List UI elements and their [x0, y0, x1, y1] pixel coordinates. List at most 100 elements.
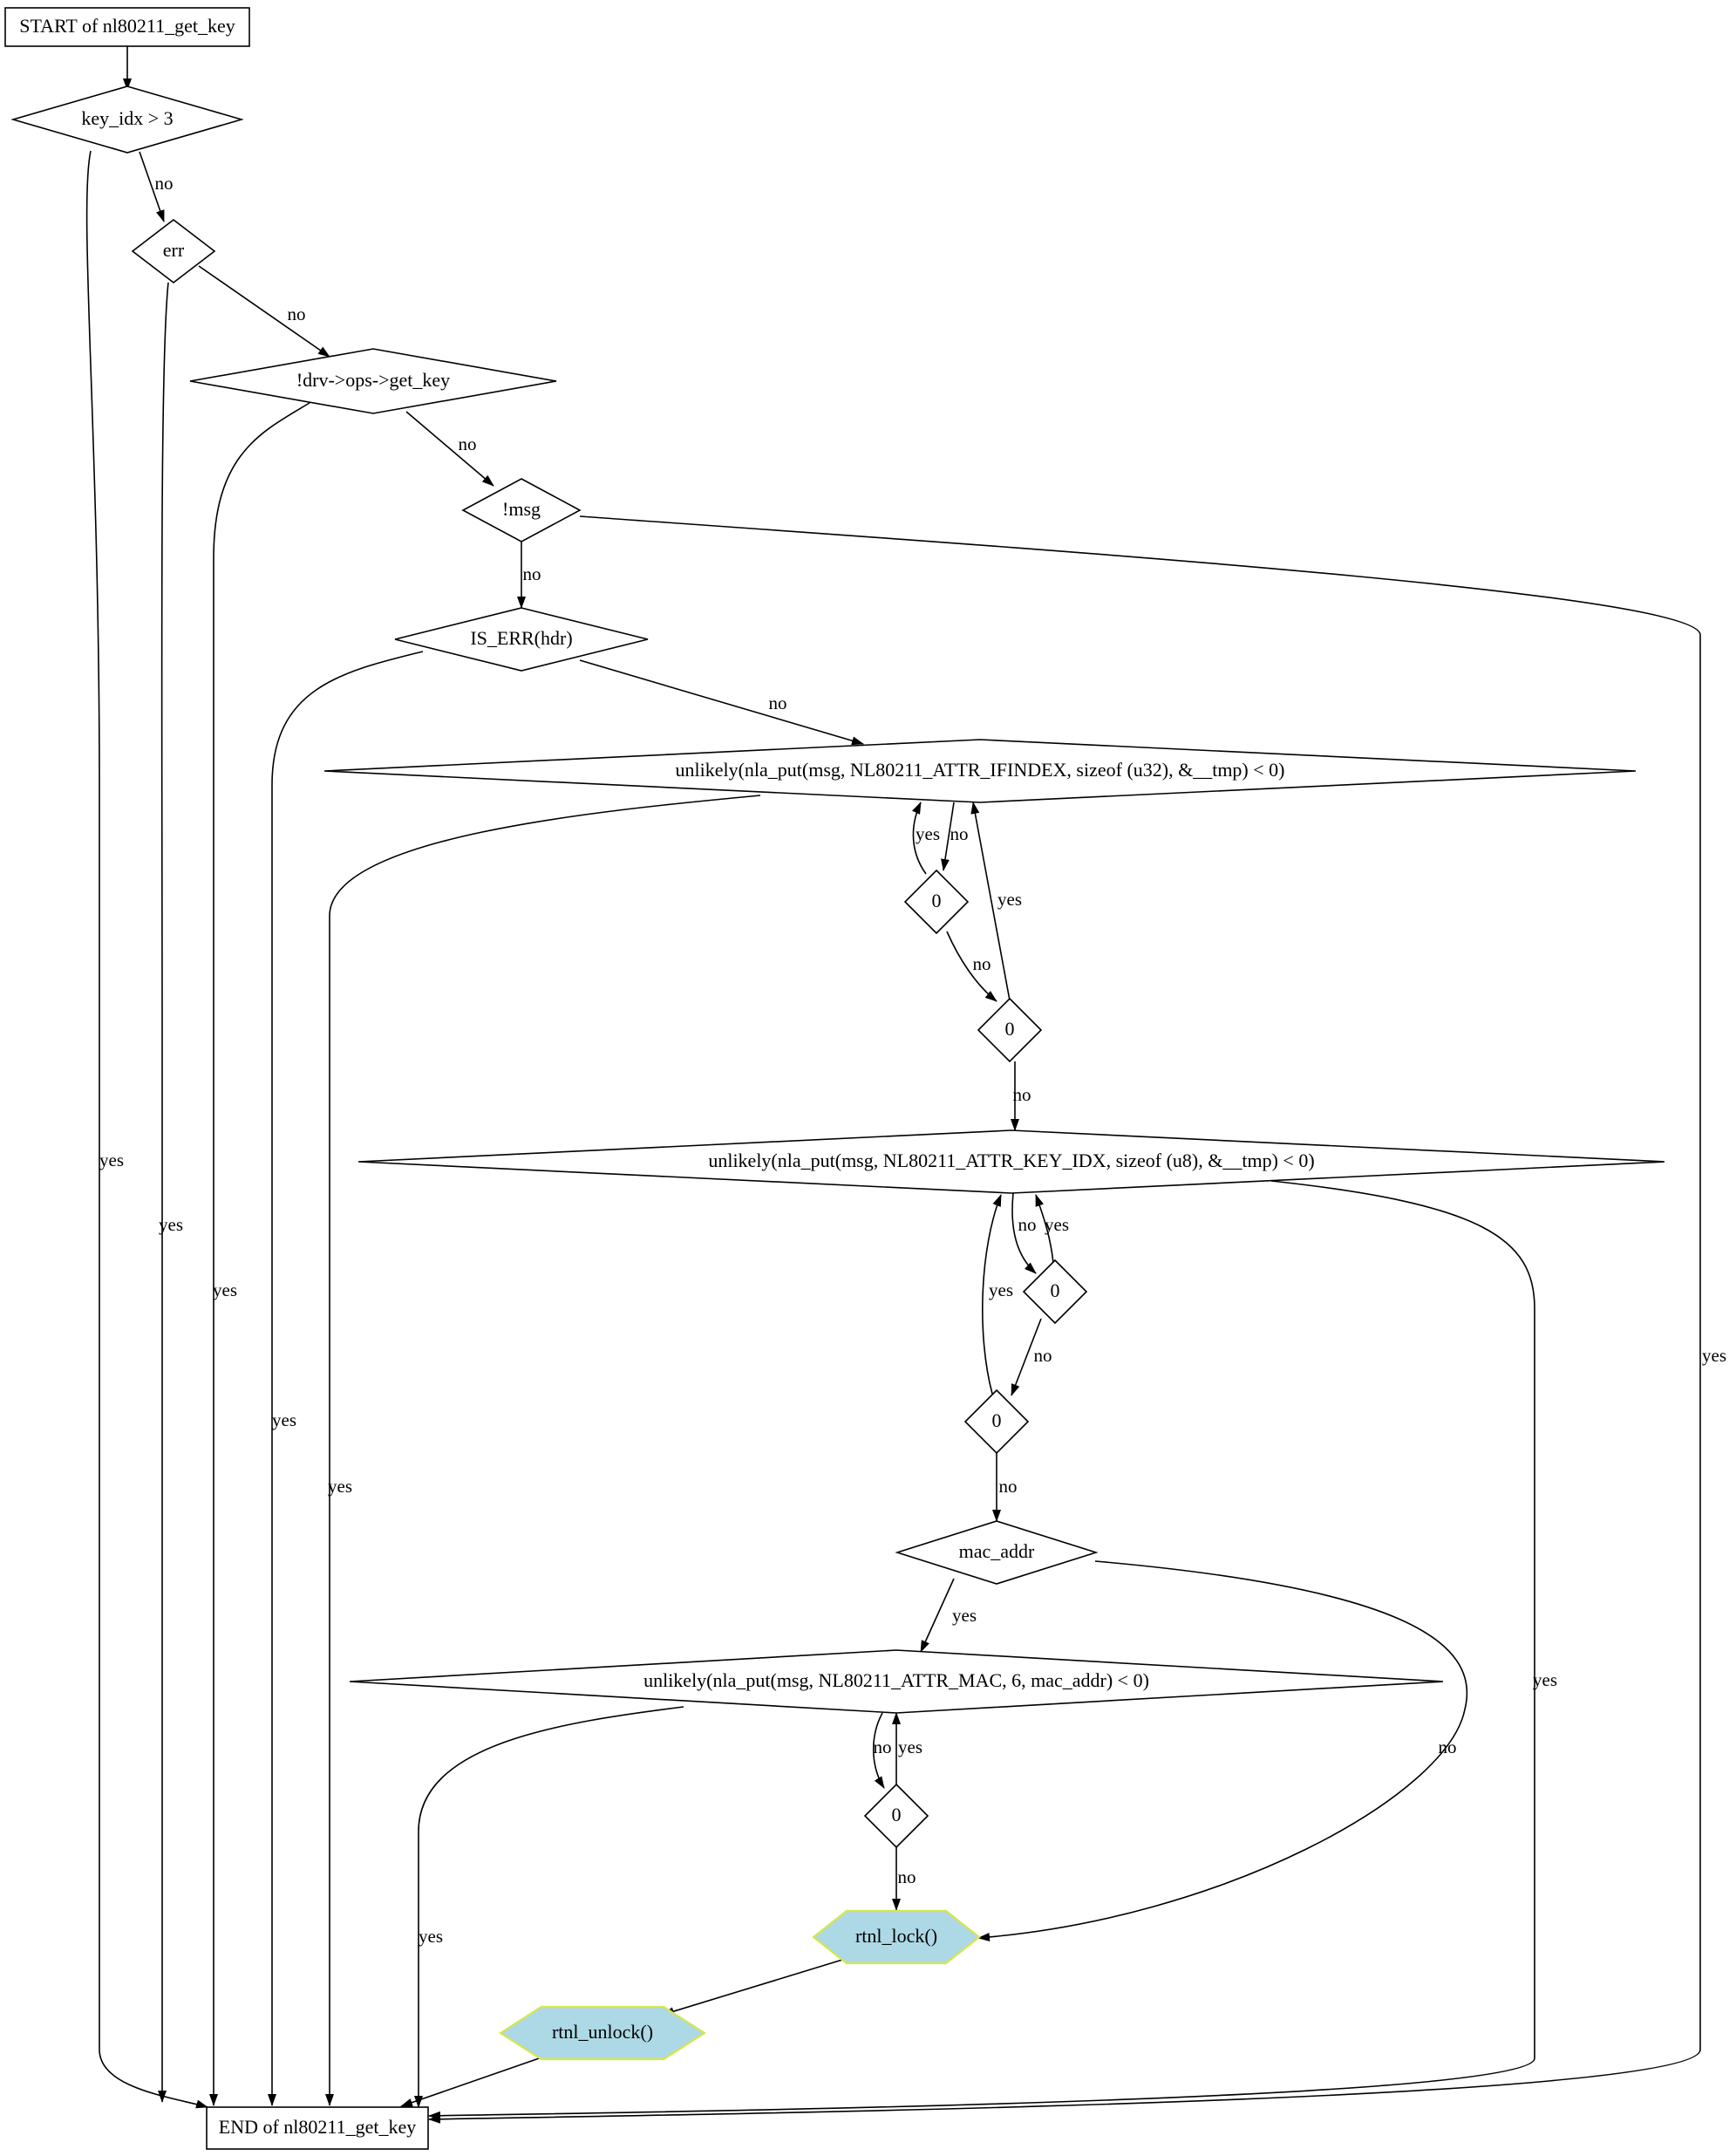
edge-d_getkey-to-d_msg [405, 411, 494, 487]
edges-layer [85, 46, 1701, 2124]
edge-d_keyidx-to-d_err [139, 151, 165, 222]
edge-line [920, 1578, 955, 1653]
diamond-shape [357, 1129, 1665, 1194]
diamond-shape [977, 997, 1043, 1063]
node-label: unlikely(nla_put(msg, NL80211_ATTR_MAC, … [643, 1669, 1149, 1691]
diamond-shape [863, 1783, 929, 1849]
edge-d_mac-to-z5 [872, 1712, 885, 1789]
node-label: rtnl_lock() [855, 1925, 937, 1947]
node-label: unlikely(nla_put(msg, NL80211_ATTR_KEY_I… [708, 1150, 1314, 1171]
edge-label: no [523, 563, 541, 584]
edge-z1-to-z2 [946, 931, 997, 1002]
node-d-macaddr: mac_addr [895, 1520, 1099, 1585]
edge-d_keyidx2-to-z3 [1011, 1192, 1037, 1274]
edge-d_keyidx2-to-end [428, 1180, 1535, 2120]
node-z5: 0 [863, 1783, 929, 1849]
edge-d_macaddr-to-rtnl_lock [977, 1560, 1468, 1941]
diamond-shape [461, 478, 582, 542]
diamond-shape [394, 607, 649, 672]
edge-d_iserr-to-d_ifindex [579, 659, 864, 746]
diamond-shape [1022, 1259, 1088, 1325]
edge-label: yes [328, 1476, 352, 1497]
edge-label: yes [989, 1279, 1013, 1300]
node-end: END of nl80211_get_key [206, 2106, 429, 2150]
edge-line [872, 1712, 885, 1789]
edge-label: no [1018, 1214, 1037, 1235]
node-d-err: err [131, 218, 216, 284]
edge-line [1035, 1194, 1054, 1264]
edge-d_ifindex-to-end [325, 795, 761, 2106]
edge-line [209, 402, 310, 2106]
node-label: mac_addr [959, 1540, 1035, 1562]
edge-d_macaddr-to-d_mac [920, 1578, 955, 1653]
edge-label: yes [952, 1605, 977, 1626]
edge-label: no [769, 693, 787, 713]
edge-line [982, 1194, 1002, 1395]
edge-label: yes [1533, 1669, 1557, 1690]
diamond-shape [189, 348, 557, 414]
diamond-shape [131, 218, 216, 284]
edge-d_iserr-to-end [268, 651, 424, 2106]
node-d-iserr: IS_ERR(hdr) [394, 607, 649, 672]
edge-line [85, 150, 208, 2109]
node-label: 0 [1051, 1279, 1060, 1301]
edge-label: no [973, 953, 991, 974]
node-start: START of nl80211_get_key [4, 7, 250, 47]
edge-line [970, 802, 1011, 1001]
edge-line [158, 282, 169, 2103]
node-label: END of nl80211_get_key [219, 2116, 416, 2138]
diamond-shape [895, 1520, 1099, 1585]
edge-line [198, 265, 330, 358]
node-label: 0 [932, 890, 942, 911]
edge-z2-to-d_ifindex [970, 802, 1011, 1001]
edge-line [405, 411, 494, 487]
edge-line [1011, 1318, 1042, 1396]
edge-line [662, 1959, 843, 2016]
node-d-mac: unlikely(nla_put(msg, NL80211_ATTR_MAC, … [349, 1649, 1444, 1714]
edge-label: no [1013, 1084, 1031, 1105]
node-label: START of nl80211_get_key [19, 15, 235, 37]
node-z2: 0 [977, 997, 1043, 1063]
edge-line [977, 1560, 1468, 1941]
edge-d_err-to-d_getkey [198, 265, 330, 358]
edge-line [911, 802, 927, 875]
box-shape [4, 7, 250, 47]
edge-label: no [1034, 1345, 1052, 1366]
node-label: rtnl_unlock() [552, 2021, 653, 2043]
node-z3: 0 [1022, 1259, 1088, 1325]
edge-label: yes [99, 1150, 124, 1170]
edge-label: yes [272, 1409, 296, 1430]
edge-label: yes [213, 1279, 237, 1300]
edge-label: yes [419, 1926, 443, 1947]
node-d-getkey: !drv->ops->get_key [189, 348, 557, 414]
edge-z1-to-d_ifindex [911, 802, 927, 875]
edge-label: no [1439, 1736, 1457, 1757]
box-shape [206, 2106, 429, 2150]
edge-line [428, 1180, 1535, 2120]
edge-label: no [155, 173, 174, 194]
edge-label: yes [1045, 1214, 1069, 1235]
edge-label: yes [1702, 1345, 1726, 1366]
edge-z3-to-z4 [1011, 1318, 1042, 1396]
edge-label: no [288, 304, 306, 324]
edge-d_getkey-to-end [209, 402, 310, 2106]
edge-line [941, 802, 955, 871]
diamond-shape [323, 739, 1637, 803]
edge-line [400, 2056, 545, 2107]
node-label: key_idx > 3 [81, 107, 173, 129]
edge-z3-to-d_keyidx2 [1035, 1194, 1054, 1264]
diamond-shape [10, 85, 244, 154]
node-d-msg: !msg [461, 478, 582, 542]
edge-z4-to-d_keyidx2 [982, 1194, 1002, 1395]
node-label: 0 [1005, 1018, 1015, 1040]
edge-line [325, 795, 761, 2106]
edge-line [428, 515, 1701, 2124]
edge-line [579, 659, 864, 746]
diamond-shape [349, 1649, 1444, 1714]
edge-label: no [459, 433, 477, 454]
edge-d_err-to-end [158, 282, 169, 2103]
edge-line [139, 151, 165, 222]
node-label: !drv->ops->get_key [296, 369, 450, 391]
edge-d_msg-to-end [428, 515, 1701, 2124]
